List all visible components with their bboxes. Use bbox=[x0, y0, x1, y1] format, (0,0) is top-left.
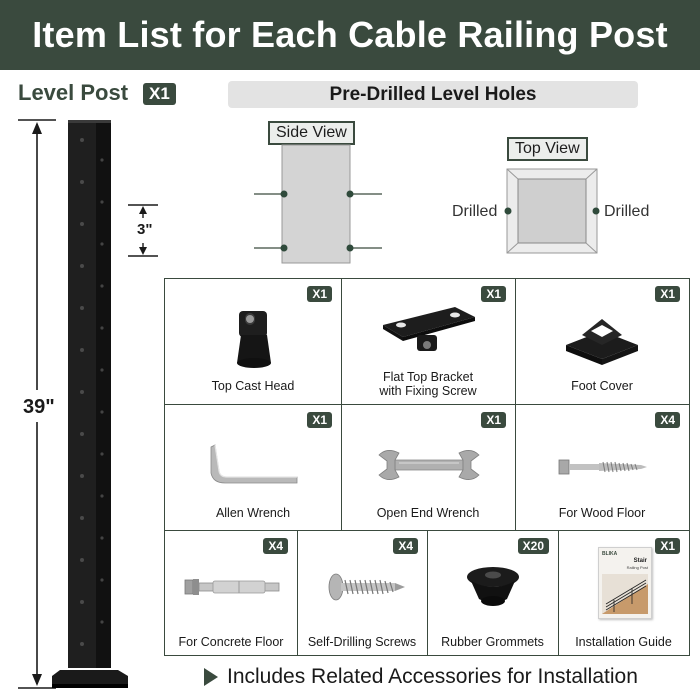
item-label: Flat Top Bracket bbox=[382, 370, 474, 384]
item-open-end-wrench: X1 Open End Wrench bbox=[341, 405, 515, 530]
item-top-cast-head: X1 Top Cast Head bbox=[165, 279, 341, 404]
top-view-label: Top View bbox=[507, 137, 588, 161]
play-triangle-icon bbox=[204, 668, 218, 686]
guide-cover-photo bbox=[602, 574, 648, 614]
level-post-title: Level Post bbox=[18, 80, 129, 105]
rubber-grommet-icon bbox=[467, 567, 519, 606]
item-label: Rubber Grommets bbox=[441, 635, 544, 649]
cast-head-icon bbox=[237, 311, 271, 368]
item-allen-wrench: X1 Allen Wrench bbox=[165, 405, 341, 530]
page-title: Item List for Each Cable Railing Post bbox=[0, 0, 700, 70]
item-label: For Concrete Floor bbox=[178, 635, 284, 649]
level-post-drawing bbox=[18, 119, 158, 689]
item-label: Foot Cover bbox=[571, 379, 633, 393]
level-post-qty-badge: X1 bbox=[143, 83, 176, 105]
item-label: For Wood Floor bbox=[558, 506, 646, 520]
self-drilling-screw-icon bbox=[328, 573, 405, 601]
guide-title-text: Stair bbox=[633, 558, 647, 564]
item-qty-badge: X1 bbox=[655, 538, 680, 554]
top-view-diagram bbox=[504, 168, 600, 254]
footer-note: Includes Related Accessories for Install… bbox=[203, 665, 638, 689]
open-end-wrench-icon bbox=[378, 450, 480, 480]
item-wood-floor-screws: X4 For Wood Floor bbox=[515, 405, 689, 530]
foot-cover-icon bbox=[566, 319, 638, 365]
footer-text: Includes Related Accessories for Install… bbox=[227, 665, 638, 688]
drilled-right-label: Drilled bbox=[604, 203, 650, 220]
item-qty-badge: X1 bbox=[481, 412, 506, 428]
drilled-left-label: Drilled bbox=[452, 203, 498, 220]
item-qty-badge: X1 bbox=[481, 286, 506, 302]
anchor-bolt-icon bbox=[184, 579, 280, 595]
installation-guide-icon: BLIKA Stair Railing Post bbox=[598, 547, 652, 619]
guide-subtitle-text: Railing Post bbox=[626, 565, 648, 570]
item-foot-cover: X1 Foot Cover bbox=[515, 279, 689, 404]
item-label-line-2: with Fixing Screw bbox=[379, 384, 477, 398]
item-flat-top-bracket: X1 Flat Top Bracket with Fixing Screw bbox=[341, 279, 515, 404]
hole-spacing-dimension bbox=[128, 204, 158, 257]
flat-bracket-icon bbox=[383, 307, 475, 351]
lag-screw-icon bbox=[558, 459, 647, 475]
item-qty-badge: X20 bbox=[517, 538, 549, 554]
item-qty-badge: X4 bbox=[655, 412, 680, 428]
item-label: Open End Wrench bbox=[376, 506, 480, 520]
item-qty-badge: X4 bbox=[263, 538, 288, 554]
item-qty-badge: X1 bbox=[655, 286, 680, 302]
item-qty-badge: X1 bbox=[307, 286, 332, 302]
kit-contents-grid: X1 Top Cast Head X1 Flat Top Bracket wit… bbox=[164, 278, 690, 656]
item-label: Allen Wrench bbox=[215, 506, 291, 520]
item-rubber-grommets: X20 Rubber Grommets bbox=[427, 531, 558, 655]
item-label: Self-Drilling Screws bbox=[307, 635, 417, 649]
height-label: 39" bbox=[23, 396, 55, 418]
side-view-diagram bbox=[254, 144, 382, 264]
height-dimension-line bbox=[18, 119, 56, 689]
item-installation-guide: X1 BLIKA Stair Railing Post Installation… bbox=[558, 531, 689, 655]
allen-wrench-icon bbox=[210, 444, 298, 484]
guide-brand-text: BLIKA bbox=[602, 551, 618, 557]
item-self-drilling-screws: X4 Self-Drilling Screws bbox=[297, 531, 427, 655]
item-label: Top Cast Head bbox=[211, 379, 295, 393]
item-qty-badge: X1 bbox=[307, 412, 332, 428]
item-qty-badge: X4 bbox=[393, 538, 418, 554]
item-concrete-floor-anchors: X4 For Concrete Floor bbox=[165, 531, 297, 655]
post-body bbox=[52, 120, 128, 688]
pre-drilled-holes-bar: Pre-Drilled Level Holes bbox=[228, 81, 638, 108]
hole-spacing-label: 3" bbox=[137, 221, 153, 238]
item-label: Installation Guide bbox=[575, 635, 672, 649]
side-view-label: Side View bbox=[268, 121, 355, 145]
